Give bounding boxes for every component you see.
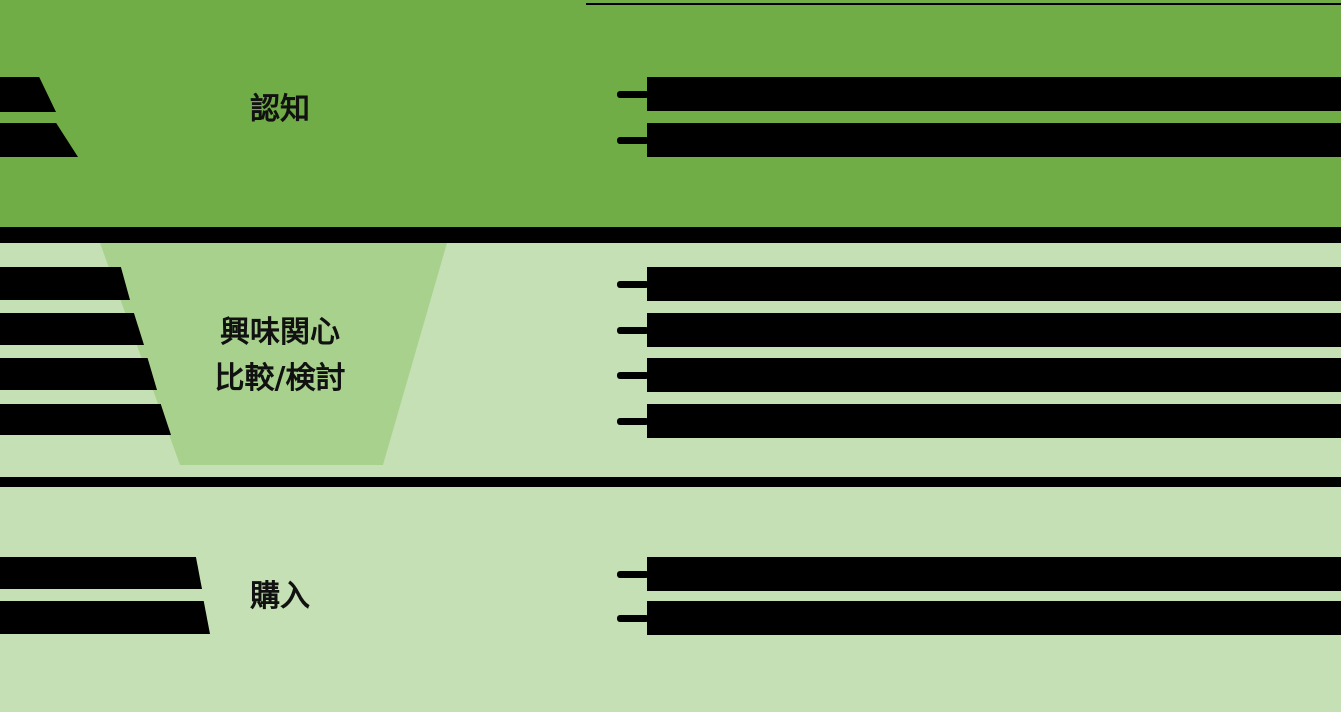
bullet-item [617,77,1341,111]
top-rule [586,3,1341,5]
bullet-dash-icon [617,91,649,98]
bullet-dash-icon [617,372,649,379]
stage-label-awareness: 認知 [250,92,310,127]
bullet-item [617,404,1341,438]
bullet-item [617,313,1341,347]
band-separator [0,477,1341,487]
bullet-dash-icon [617,137,649,144]
obscured-bar [0,313,144,345]
bullet-dash-icon [617,327,649,334]
bullet-dash-icon [617,418,649,425]
bullet-text [647,404,1341,438]
bullet-item [617,601,1341,635]
stage-label-line: 興味関心 [220,315,340,350]
bullet-text [647,313,1341,347]
funnel-stage-interest [100,243,447,465]
stage-label-interest: 興味関心 比較/検討 [160,310,400,402]
bullet-text [647,267,1341,301]
obscured-bar [0,601,210,634]
bullet-text [647,601,1341,635]
band-separator [0,227,1341,243]
bullet-dash-icon [617,615,649,622]
stage-label-line: 比較/検討 [214,361,346,396]
bullet-dash-icon [617,281,649,288]
bullet-item [617,267,1341,301]
bullet-item [617,557,1341,591]
bullet-text [647,557,1341,591]
obscured-bar [0,358,157,390]
bullet-text [647,123,1341,157]
bullet-dash-icon [617,571,649,578]
bullet-text [647,77,1341,111]
bullet-text [647,358,1341,392]
bullet-item [617,123,1341,157]
obscured-bar [0,267,130,300]
stage-label-purchase: 購入 [250,579,310,614]
funnel-stage-purchase [161,487,323,712]
obscured-bar [0,557,202,589]
bullet-item [617,358,1341,392]
obscured-bar [0,404,171,435]
stage-band-awareness [0,0,1341,227]
